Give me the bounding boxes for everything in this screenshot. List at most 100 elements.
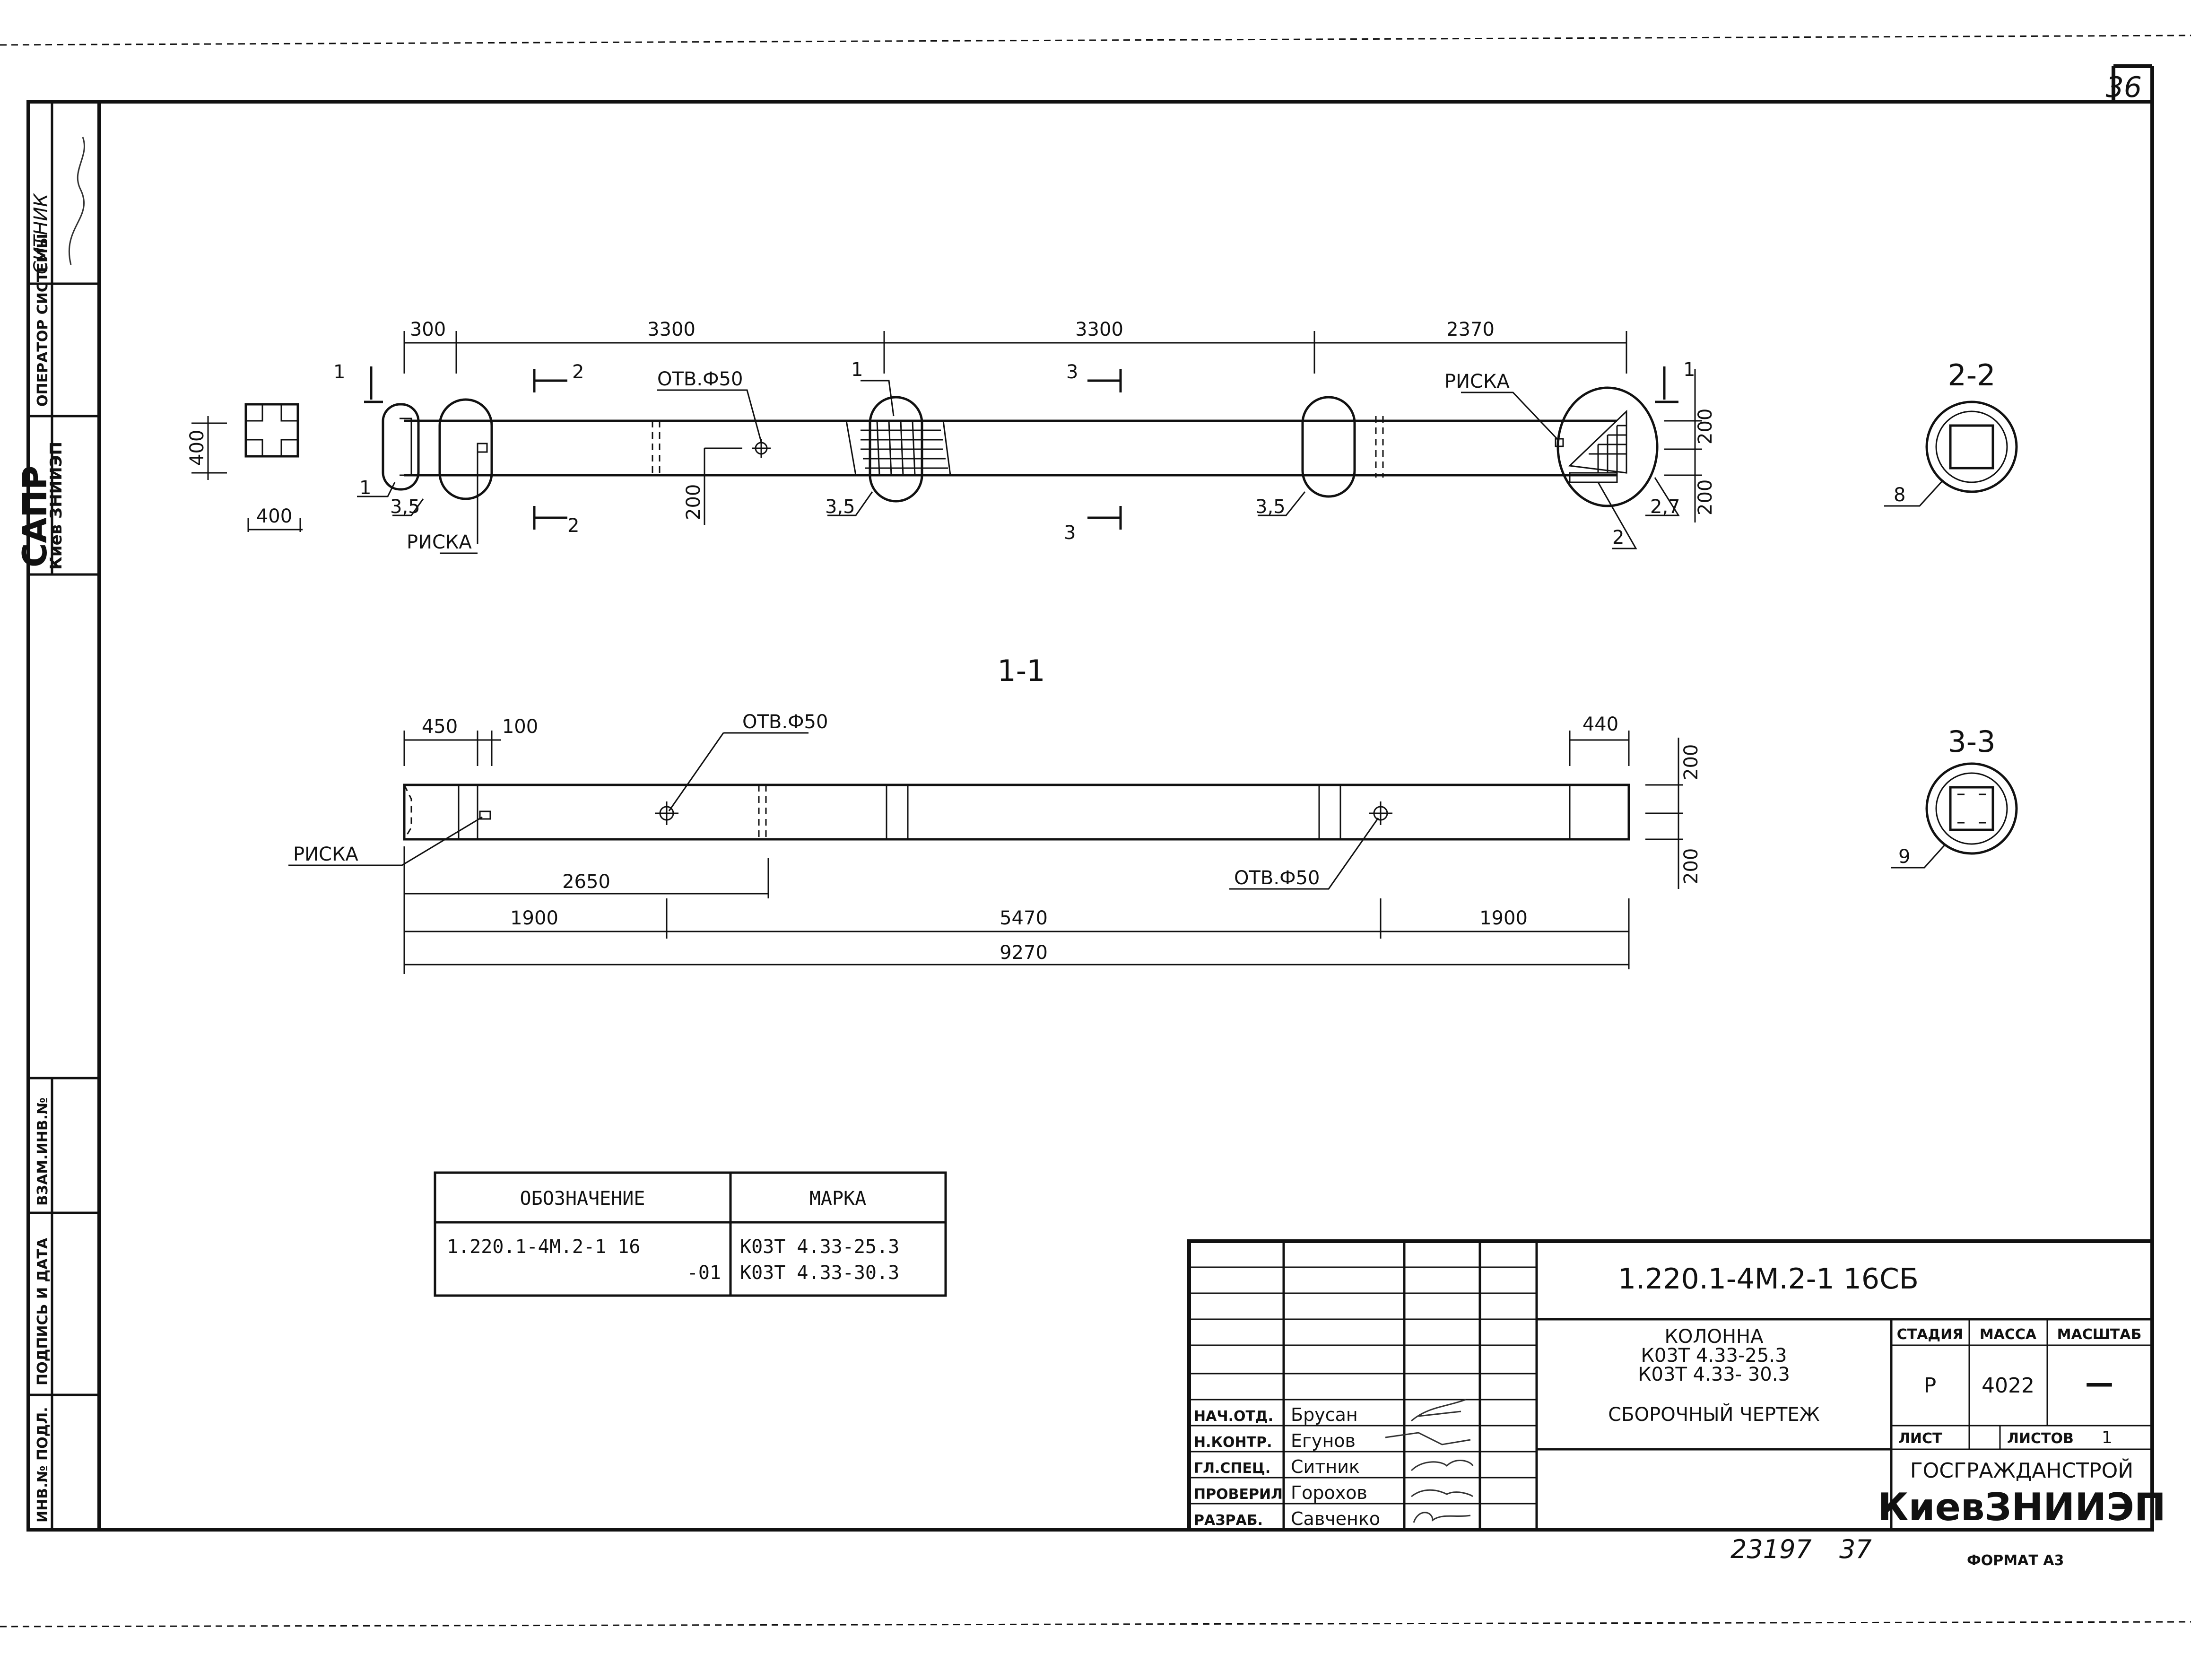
name-head: Брусан — [1291, 1404, 1358, 1425]
spec-header-designation: ОБОЗНАЧЕНИЕ — [520, 1188, 645, 1210]
plan-risk-label-left: РИСКА — [407, 531, 472, 553]
s1-dim-450: 450 — [422, 716, 458, 738]
s1-dim-1900-right: 1900 — [1479, 907, 1528, 929]
inv-subst-label: ВЗАМ.ИНВ.№ — [35, 1097, 51, 1206]
callout-1a: 1 — [359, 477, 371, 499]
s1-dim-2650: 2650 — [562, 871, 610, 893]
drawing-type: СБОРОЧНЫЙ ЧЕРТЕЖ — [1608, 1403, 1820, 1426]
name-norm: Егунов — [1291, 1430, 1356, 1451]
plan-right-dim-200b: 200 — [1695, 479, 1716, 515]
section-2-view — [1884, 400, 2018, 507]
spec-mark-1: К03Т 4.33-25.3 — [740, 1236, 899, 1258]
doc-code: 1.220.1-4М.2-1 16СБ — [1618, 1262, 1919, 1296]
section-2-title: 2-2 — [1948, 358, 1995, 392]
section-3-callout: 9 — [1898, 846, 1910, 868]
s1-right-dim-200b: 200 — [1680, 848, 1702, 884]
signature-4 — [1411, 1489, 1474, 1497]
format-label: ФОРМАТ А3 — [1967, 1552, 2064, 1569]
plan-hole-label: ОТВ.Ф50 — [657, 368, 743, 390]
section-2-callout: 8 — [1894, 484, 1905, 506]
operator-name: СИТНИК — [30, 193, 52, 274]
cut-1-left: 1 — [333, 361, 345, 383]
s1-dim-100: 100 — [502, 716, 538, 738]
dim-3300-a: 3300 — [647, 319, 696, 340]
name-chief: Ситник — [1291, 1456, 1360, 1477]
callout-35b: 3,5 — [825, 496, 855, 518]
s1-risk-label: РИСКА — [293, 844, 358, 865]
sign-date-label: ПОДПИСЬ И ДАТА — [35, 1237, 51, 1385]
mass-label: МАССА — [1980, 1326, 2037, 1343]
cut-1-right: 1 — [1683, 359, 1695, 381]
main-frame — [26, 64, 2154, 1532]
page-number: 36 — [2106, 71, 2142, 104]
title-block — [1187, 1239, 2154, 1532]
role-chief: ГЛ.СПЕЦ. — [1194, 1460, 1270, 1477]
role-check: ПРОВЕРИЛ — [1194, 1486, 1283, 1503]
footer-page: 37 — [1839, 1534, 1872, 1564]
cut-2-top: 2 — [572, 361, 584, 383]
operator-signature — [68, 137, 85, 265]
item-mark-2: К03Т 4.33- 30.3 — [1638, 1364, 1790, 1385]
mass-value: 4022 — [1982, 1374, 2034, 1398]
s1-hole-label-2: ОТВ.Ф50 — [1234, 867, 1320, 889]
spec-code-2: -01 — [687, 1262, 721, 1284]
signature-5 — [1413, 1512, 1471, 1523]
section-1-view — [288, 731, 1683, 974]
item-name: КОЛОННА — [1665, 1326, 1764, 1348]
signature-2 — [1385, 1432, 1471, 1445]
role-dev: РАЗРАБ. — [1194, 1512, 1263, 1529]
spec-header-mark: МАРКА — [809, 1188, 866, 1210]
plan-dim-200: 200 — [683, 484, 704, 520]
sheet-label: ЛИСТ — [1898, 1430, 1942, 1447]
section-width-400: 400 — [256, 505, 292, 527]
cut-3-bottom: 3 — [1064, 522, 1076, 544]
callout-1b: 1 — [851, 359, 863, 381]
callout-2: 2 — [1612, 527, 1624, 548]
sheets-label: ЛИСТОВ — [2007, 1430, 2074, 1447]
scan-edges — [0, 35, 2191, 1628]
s1-dim-440: 440 — [1582, 714, 1618, 735]
archive-number: 23197 — [1730, 1534, 1812, 1564]
callout-35a: 3,5 — [390, 496, 420, 518]
s1-right-dim-200a: 200 — [1680, 744, 1702, 780]
left-strip — [27, 100, 101, 1531]
system-label: САПР — [16, 466, 54, 567]
section-3-title: 3-3 — [1948, 724, 1995, 759]
plan-risk-label-right: РИСКА — [1444, 371, 1510, 392]
org-name-2: КиевЗНИИЭП — [1878, 1485, 2166, 1529]
signature-3 — [1410, 1459, 1474, 1471]
spec-table — [434, 1171, 947, 1297]
spec-code-1: 1.220.1-4М.2-1 16 — [447, 1236, 640, 1258]
item-mark-1: К03Т 4.33-25.3 — [1641, 1345, 1787, 1367]
s1-dim-5470: 5470 — [1000, 907, 1048, 929]
scale-label: МАСШТАБ — [2057, 1326, 2142, 1343]
stage-value: Р — [1924, 1374, 1937, 1398]
cut-2-bottom: 2 — [567, 515, 579, 537]
sheets-value: 1 — [2102, 1428, 2113, 1447]
s1-hole-label-1: ОТВ.Ф50 — [742, 711, 828, 733]
signature-1 — [1411, 1399, 1466, 1422]
plan-right-dim-200a: 200 — [1695, 409, 1716, 444]
cut-3-top: 3 — [1066, 361, 1078, 383]
callout-35c: 3,5 — [1255, 496, 1286, 518]
org-label: Киев ЗНИИЭП — [47, 442, 66, 570]
inv-orig-label: ИНВ.№ ПОДЛ. — [35, 1407, 51, 1523]
spec-mark-2: К03Т 4.33-30.3 — [740, 1262, 899, 1284]
stage-label: СТАДИЯ — [1897, 1326, 1964, 1343]
s1-dim-1900-left: 1900 — [510, 907, 558, 929]
s1-dim-9270: 9270 — [1000, 942, 1048, 964]
left-section-square — [244, 403, 299, 458]
section-height-400: 400 — [186, 430, 208, 466]
scale-value: — — [2085, 1367, 2113, 1400]
name-check: Горохов — [1291, 1482, 1367, 1503]
name-dev: Савченко — [1291, 1508, 1380, 1529]
dim-300: 300 — [410, 319, 446, 340]
org-name-1: ГОСГРАЖДАНСТРОЙ — [1910, 1458, 2133, 1483]
dim-2370: 2370 — [1446, 319, 1495, 340]
role-head: НАЧ.ОТД. — [1194, 1408, 1273, 1425]
role-norm: Н.КОНТР. — [1194, 1434, 1272, 1451]
dim-3300-b: 3300 — [1075, 319, 1123, 340]
callout-27: 2,7 — [1650, 496, 1680, 518]
section-3-view — [1891, 762, 2018, 869]
